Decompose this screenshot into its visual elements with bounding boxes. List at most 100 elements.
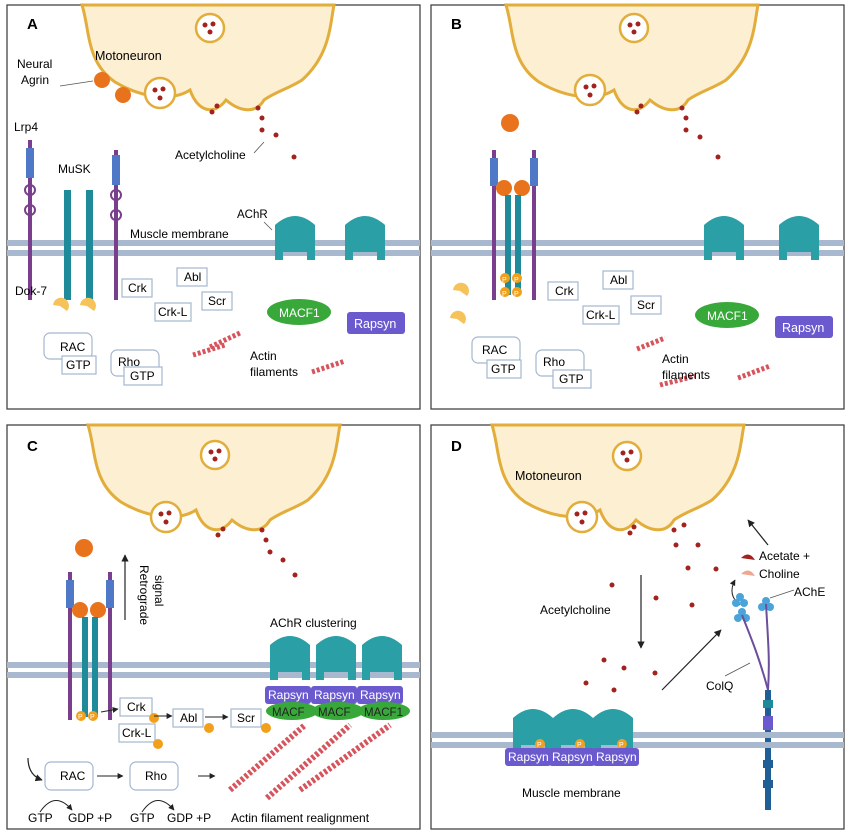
panel-b: B P P P P	[431, 3, 844, 389]
nerve-terminal-c	[85, 423, 342, 532]
rapsyn-label: Rapsyn	[360, 688, 401, 702]
motoneuron-label: Motoneuron	[515, 469, 582, 483]
gtp-label: GTP	[559, 372, 584, 386]
dok7-molecule	[53, 297, 69, 311]
phospho-label: P	[619, 742, 624, 749]
choline-molecule	[741, 570, 755, 576]
membrane-label: Muscle membrane	[522, 786, 621, 800]
scr-label: Scr	[208, 294, 226, 308]
phospho-label: P	[90, 714, 95, 721]
actin-label: Actin	[250, 349, 277, 363]
panel-b-letter: B	[451, 16, 462, 33]
acetate-label: Acetate +	[759, 549, 810, 563]
acetate-molecule	[741, 554, 755, 560]
retrograde-label: Retrograde	[137, 565, 151, 625]
phospho-label: P	[514, 291, 519, 298]
neural-label: Neural	[17, 57, 52, 71]
rac-label: RAC	[60, 769, 86, 783]
panel-a: A Motoneuron Neural Agrin Lrp4 MuSK Acet…	[7, 3, 420, 386]
macf-label: MACF	[318, 707, 351, 719]
agrin-lrp4-musk-complex: P P	[66, 572, 114, 721]
rho-label: Rho	[118, 355, 140, 369]
abl-label: Abl	[610, 273, 627, 287]
gtp-label: GTP	[66, 358, 91, 372]
achr-receptor	[704, 216, 744, 260]
gtp-label: GTP	[130, 811, 155, 825]
rapsyn-label: Rapsyn	[268, 688, 309, 702]
nerve-terminal-b	[503, 3, 760, 112]
acetylcholine-label: Acetylcholine	[540, 603, 611, 617]
agrin-label: Agrin	[21, 73, 49, 87]
macf-label: MACF	[272, 707, 305, 719]
nerve-terminal-d	[489, 423, 746, 532]
rho-label: Rho	[145, 769, 167, 783]
crkl-label: Crk-L	[158, 305, 188, 319]
phospho-label: P	[78, 714, 83, 721]
gtp-label: GTP	[28, 811, 53, 825]
rapsyn-label: Rapsyn	[314, 688, 355, 702]
rapsyn-label: Rapsyn	[596, 750, 637, 764]
macf1-label: MACF1	[364, 707, 403, 719]
ache-label: AChE	[794, 585, 825, 599]
achr-cluster	[270, 636, 402, 680]
gdp-label: GDP +P	[68, 811, 112, 825]
lrp4-receptor	[110, 150, 122, 300]
phospho-label: P	[514, 277, 519, 284]
achr-label: AChR	[237, 209, 268, 221]
panel-c-letter: C	[27, 438, 38, 455]
achr-cluster: P P P	[513, 709, 633, 753]
lrp4-receptor	[24, 140, 36, 300]
motoneuron-label: Motoneuron	[95, 49, 162, 63]
rapsyn-label: Rapsyn	[508, 750, 549, 764]
gtp-label: GTP	[130, 369, 155, 383]
musk-label: MuSK	[58, 162, 91, 176]
membrane-label: Muscle membrane	[130, 227, 229, 241]
crkl-label: Crk-L	[586, 308, 616, 322]
rapsyn-label: Rapsyn	[354, 317, 396, 331]
phospho-label: P	[502, 291, 507, 298]
dok7-molecule	[453, 282, 469, 296]
panel-c: C Retrograde signal P P	[7, 423, 420, 825]
neural-agrin-molecule	[115, 87, 131, 103]
rapsyn-label: Rapsyn	[552, 750, 593, 764]
gtp-label: GTP	[491, 362, 516, 376]
realignment-label: Actin filament realignment	[231, 811, 370, 825]
filaments-label: filaments	[250, 365, 298, 379]
colq-label: ColQ	[706, 679, 733, 693]
phospho-label: P	[502, 277, 507, 284]
clustering-label: AChR clustering	[270, 616, 357, 630]
choline-label: Choline	[759, 567, 800, 581]
rac-label: RAC	[60, 340, 86, 354]
lrp4-label: Lrp4	[14, 120, 38, 134]
panel-a-letter: A	[27, 16, 38, 33]
scr-label: Scr	[237, 711, 255, 725]
agrin-lrp4-musk-complex: P P P P	[490, 150, 538, 300]
ache-colq-complex	[732, 593, 774, 810]
phospho-label: P	[537, 742, 542, 749]
synaptic-vesicle	[143, 76, 177, 110]
crk-label: Crk	[127, 700, 147, 714]
crk-label: Crk	[128, 281, 148, 295]
phospho-label: P	[577, 742, 582, 749]
panel-d: D Motoneuron Acetylcholine Acetate + Cho…	[431, 423, 844, 810]
nerve-terminal-a	[79, 3, 336, 112]
musk-receptor	[64, 190, 93, 300]
dok7-label: Dok-7	[15, 284, 47, 298]
abl-label: Abl	[184, 270, 201, 284]
abl-label: Abl	[180, 711, 197, 725]
filaments-label: filaments	[662, 368, 710, 382]
scr-label: Scr	[637, 298, 655, 312]
rapsyn-label: Rapsyn	[782, 321, 824, 335]
neural-agrin-molecule	[94, 72, 110, 88]
achr-receptor	[275, 216, 315, 260]
neural-agrin-molecule	[75, 539, 93, 557]
signal-label: signal	[152, 575, 166, 606]
achr-receptor	[779, 216, 819, 260]
crkl-label: Crk-L	[122, 726, 152, 740]
actin-label: Actin	[662, 352, 689, 366]
macf1-label: MACF1	[707, 309, 748, 323]
neural-agrin-molecule	[501, 114, 519, 132]
synaptic-vesicle	[194, 12, 226, 44]
achr-receptor	[345, 216, 385, 260]
